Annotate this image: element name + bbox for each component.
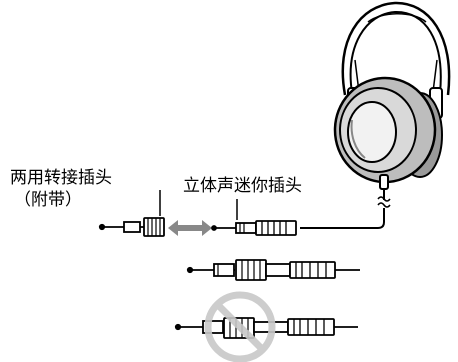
adapter-plug-icon [98,217,165,237]
prohibition-icon [204,291,276,362]
double-arrow-icon [168,220,212,236]
adapter-plug-label: 两用转接插头 [10,168,112,188]
assembled-plug-icon [186,259,360,281]
label-leaders [159,190,238,220]
headphones-icon [333,1,451,190]
prohibited-plug-icon [174,317,358,339]
adapter-plug-sublabel: （附带） [14,190,82,210]
stereo-mini-plug-icon [211,220,297,236]
headphone-cable [300,189,391,229]
stereo-mini-plug-label: 立体声迷你插头 [183,176,302,196]
